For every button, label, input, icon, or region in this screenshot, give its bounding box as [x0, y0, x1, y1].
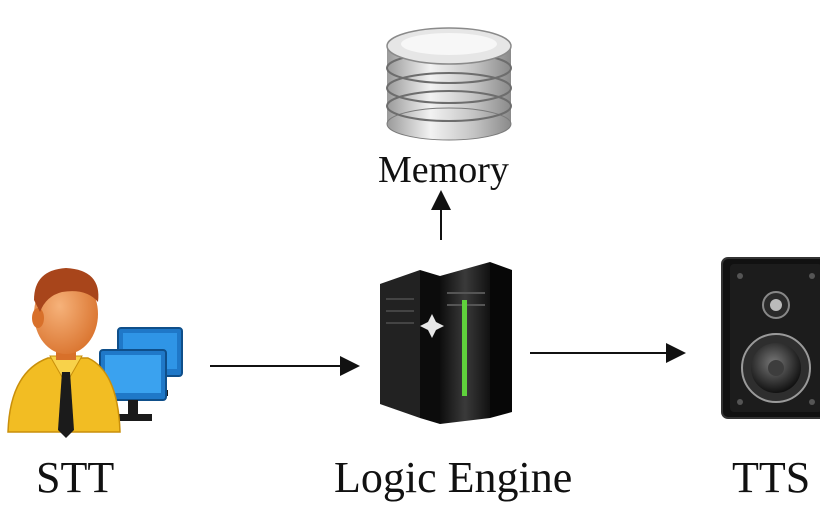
memory-label: Memory: [378, 149, 509, 191]
database-icon: [386, 27, 512, 141]
user-at-computers-icon: [7, 268, 183, 438]
tts-label: TTS: [732, 453, 811, 502]
logic-engine-label: Logic Engine: [334, 453, 573, 502]
speaker-icon: [721, 257, 820, 419]
stt-label: STT: [36, 453, 115, 502]
server-icon: [380, 262, 512, 424]
